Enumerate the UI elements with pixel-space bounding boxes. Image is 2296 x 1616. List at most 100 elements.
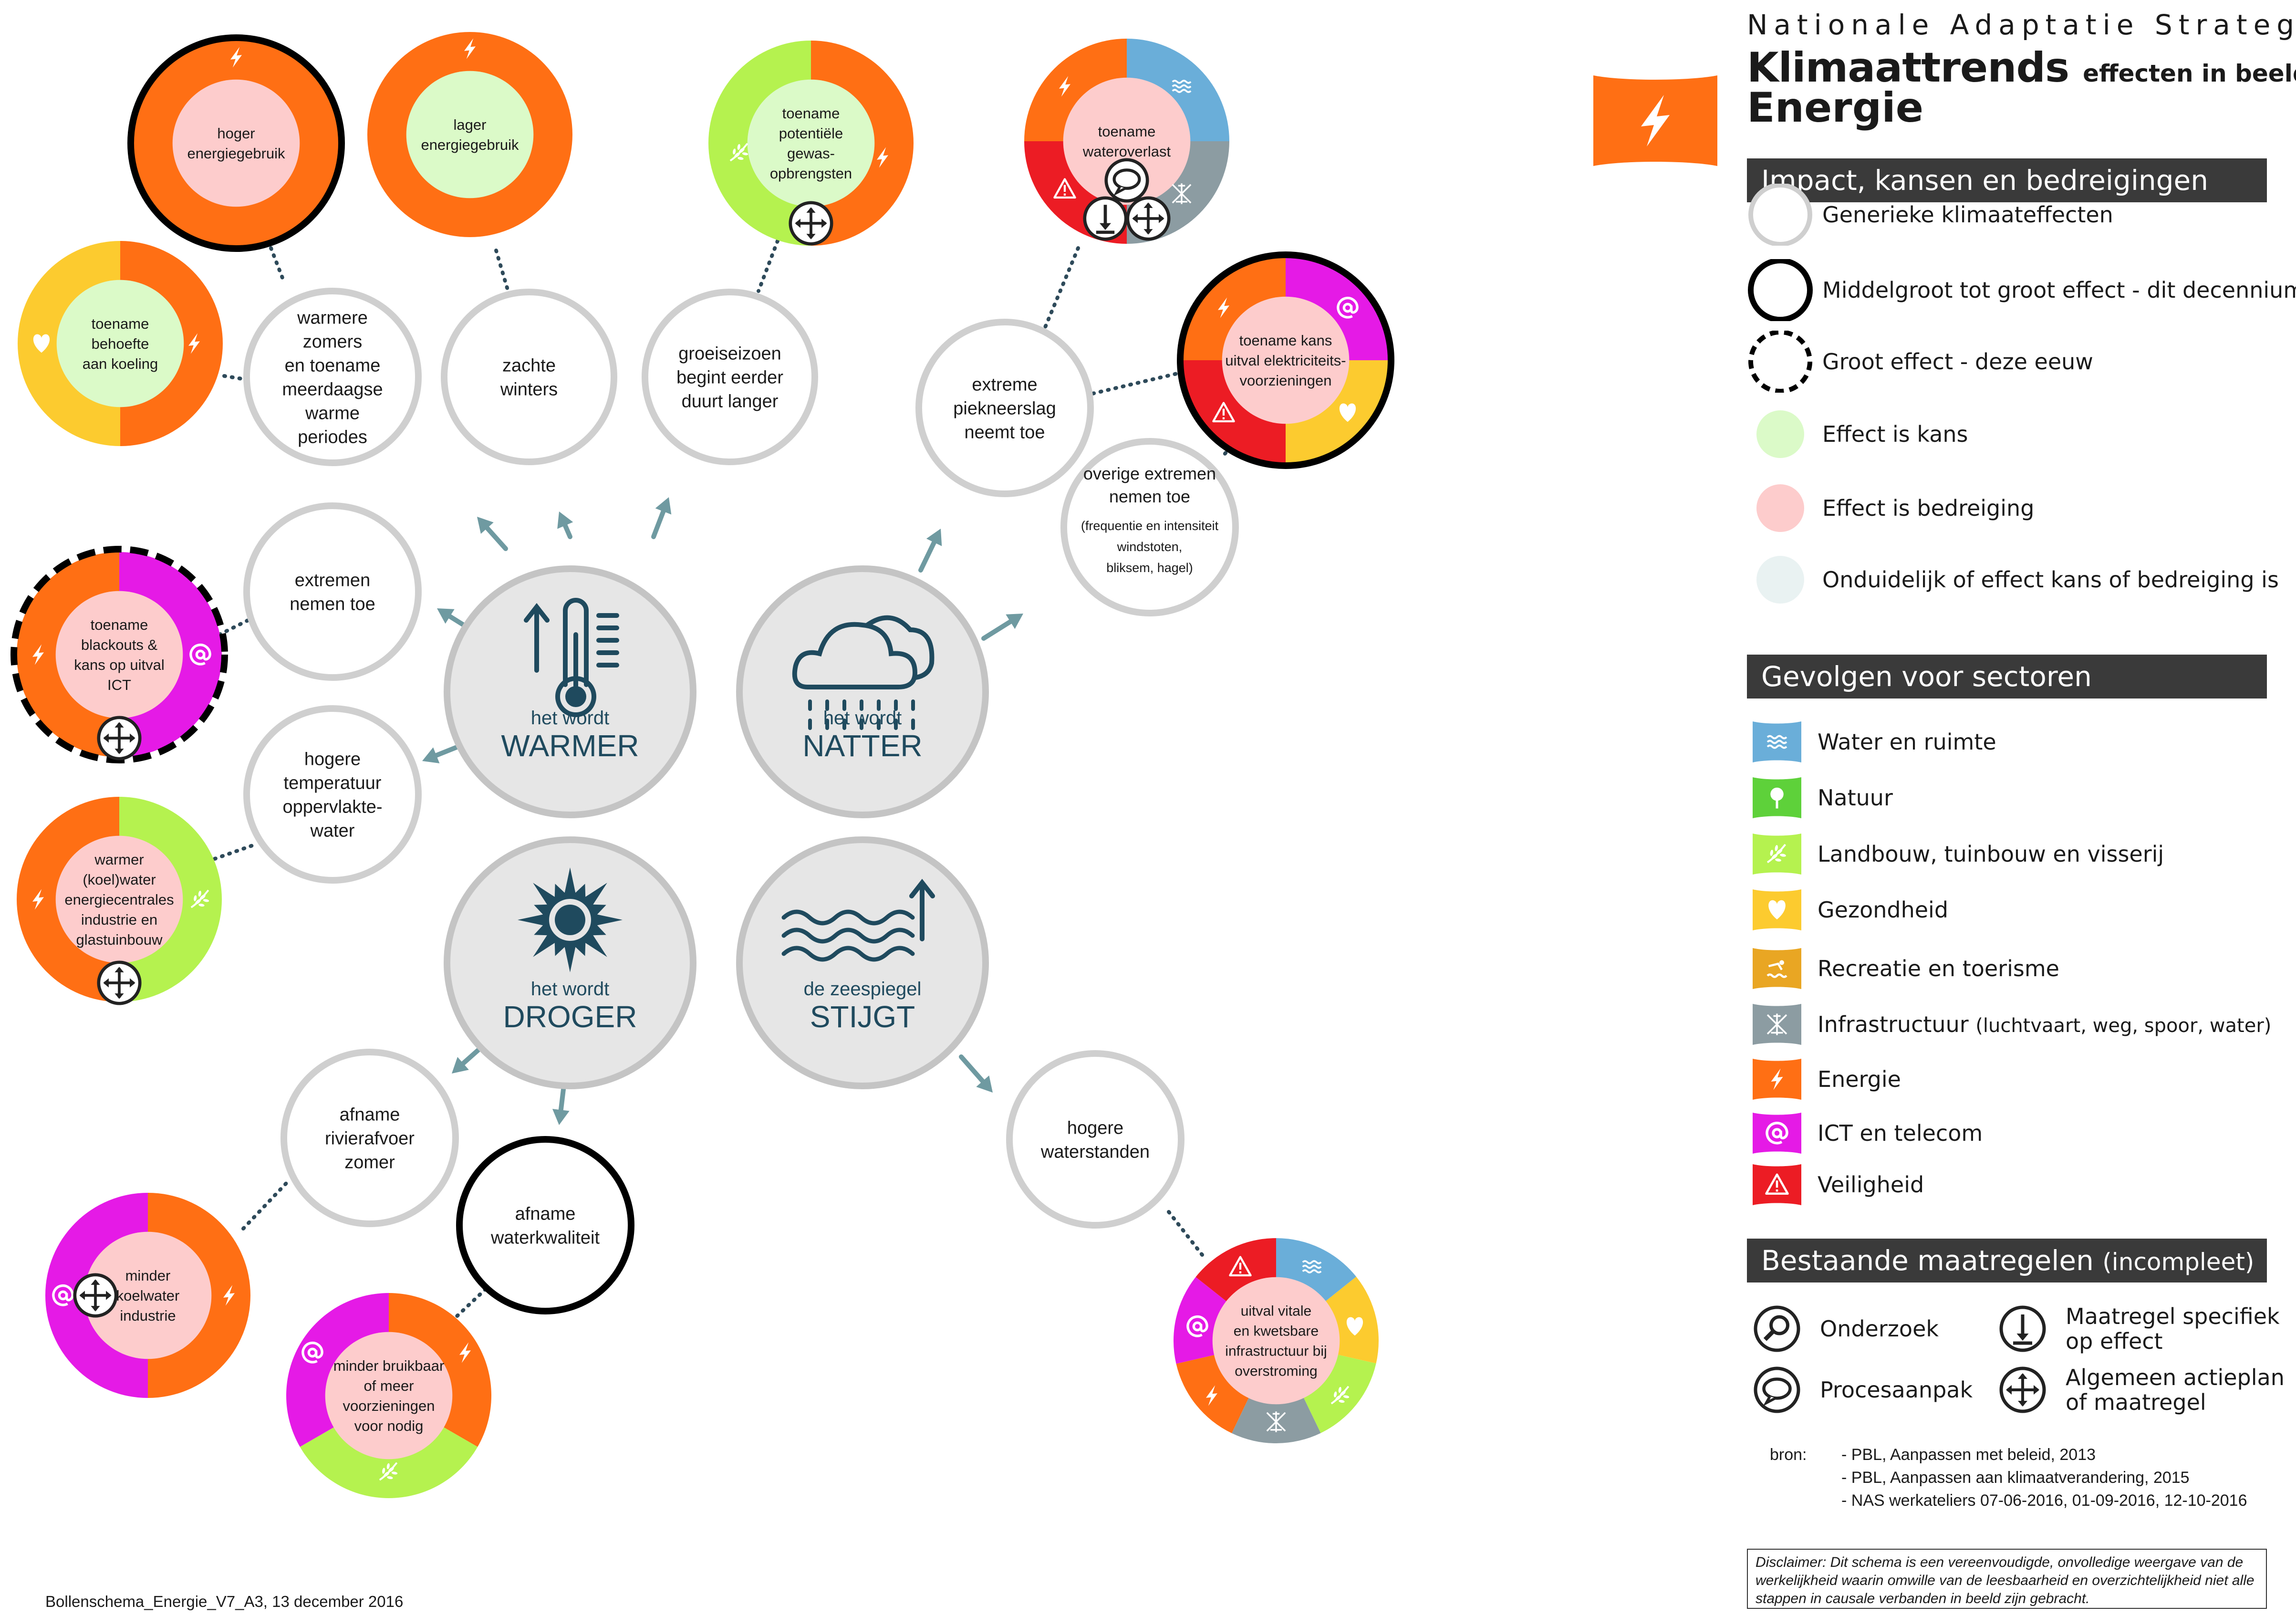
legend-impact-label: Generieke klimaateffecten bbox=[1822, 202, 2113, 228]
effect-text: overstroming bbox=[1235, 1364, 1317, 1379]
effect-core bbox=[56, 280, 184, 407]
trend-text: groeiseizoen bbox=[678, 344, 781, 364]
arrow-shaft bbox=[959, 1054, 985, 1084]
arrow-head bbox=[422, 747, 440, 763]
trend-circle bbox=[243, 288, 422, 466]
effect-text: energiegebruik bbox=[187, 145, 285, 162]
legend-sector-row: Landbouw, tuinbouw en visserij bbox=[1746, 823, 2285, 885]
header-sector-title: Energie bbox=[1747, 84, 1924, 132]
legend-sector-row: Infrastructuur (luchtvaart, weg, spoor, … bbox=[1746, 993, 2285, 1055]
effect-core bbox=[55, 591, 183, 719]
connector-wateroverlast bbox=[1040, 246, 1080, 336]
trend-subtext: bliksem, hagel) bbox=[1106, 561, 1193, 575]
effect-core bbox=[84, 1231, 212, 1359]
trend-circle bbox=[915, 319, 1094, 497]
connector-lager-energiegebruik bbox=[494, 249, 510, 293]
wheat-icon bbox=[1753, 834, 1801, 875]
legend-measure-label: Maatregel specifiek op effect bbox=[2066, 1303, 2280, 1354]
effect-text: behoefte bbox=[92, 335, 149, 352]
legend-measures-title: Bestaande maatregelen (incompleet) bbox=[1747, 1239, 2267, 1282]
trend-subtext: (frequentie en intensiteit bbox=[1081, 519, 1219, 533]
trend-text: zachte bbox=[502, 355, 556, 375]
trend-circle bbox=[441, 289, 617, 465]
hub-big-text: DROGER bbox=[503, 1000, 637, 1034]
effect-koelwater-centrales: warmer(koel)waterenergiecentralesindustr… bbox=[17, 797, 222, 1003]
trend-text: extreme bbox=[972, 375, 1037, 395]
connector-uitval-vitale bbox=[1167, 1210, 1204, 1257]
trend-text: duurt langer bbox=[682, 391, 779, 411]
connector-minder-koelwater bbox=[241, 1181, 288, 1230]
hub-small-text: de zeespiegel bbox=[804, 979, 922, 1000]
dotted-connectors bbox=[213, 239, 1237, 1328]
connector-koelwater bbox=[213, 843, 257, 861]
onduidelijk-swatch bbox=[1756, 556, 1804, 604]
hub-big-text: NATTER bbox=[802, 729, 922, 763]
effect-core bbox=[55, 835, 183, 963]
header-strategy-title: Nationale Adaptatie Strategie bbox=[1747, 9, 2296, 41]
legend-sector-label: Veiligheid bbox=[1818, 1172, 1924, 1198]
thermometer-icon bbox=[524, 598, 619, 717]
trend-text: hogere bbox=[1067, 1118, 1123, 1138]
trend-circle bbox=[243, 502, 422, 681]
trend-text: piekneerslag bbox=[953, 398, 1056, 418]
arrow-shaft bbox=[651, 509, 666, 539]
hub-small-text: het wordt bbox=[531, 708, 610, 729]
legend-impact-label: Middelgroot tot groot effect - dit decen… bbox=[1822, 277, 2296, 303]
effect-text: (koel)water bbox=[83, 871, 156, 888]
effect-text: ICT bbox=[107, 677, 131, 693]
bedreiging-swatch bbox=[1756, 484, 1804, 532]
effect-text: voorzieningen bbox=[1239, 372, 1331, 389]
generic-effect-swatch bbox=[1748, 184, 1812, 246]
legend-sector-row: Water en ruimte bbox=[1746, 711, 2285, 773]
trend-text: oppervlakte- bbox=[282, 797, 382, 817]
effect-text: toename bbox=[92, 315, 149, 332]
effect-text: minder bruikbaar bbox=[333, 1357, 445, 1374]
trend-waterstanden: hogere waterstanden bbox=[1006, 1050, 1184, 1229]
effect-text: uitval vitale bbox=[1241, 1303, 1311, 1319]
legend-measure-label: Onderzoek bbox=[1820, 1316, 1939, 1342]
effect-text: glastuinbouw bbox=[76, 931, 163, 948]
trend-text: water bbox=[310, 821, 355, 841]
legend-impact-label: Onduidelijk of effect kans of bedreiging… bbox=[1822, 567, 2279, 593]
effect-text: toename kans bbox=[1239, 332, 1332, 349]
trend-groeiseizoen: groeiseizoen begint eerder duurt langer bbox=[642, 289, 818, 465]
trend-circle bbox=[243, 705, 422, 884]
disclaimer-box: Disclaimer: Dit schema is een vereenvoud… bbox=[1747, 1549, 2267, 1609]
footer-filename: Bollenschema_Energie_V7_A3, 13 december … bbox=[45, 1593, 404, 1610]
legend-impact-row: Middelgroot tot groot effect - dit decen… bbox=[1746, 259, 2296, 321]
effect-text: lager bbox=[454, 116, 487, 133]
trend-text: waterstanden bbox=[1040, 1142, 1150, 1162]
trend-text: begint eerder bbox=[676, 367, 783, 387]
legend-measure-row: Onderzoek bbox=[1748, 1298, 2015, 1360]
legend-sector-row: Veiligheid bbox=[1746, 1154, 2285, 1216]
sea-waves-icon bbox=[781, 878, 935, 962]
speech-bubble-icon bbox=[1106, 160, 1147, 201]
effect-border bbox=[1177, 251, 1394, 469]
source-line: - PBL, Aanpassen met beleid, 2013 bbox=[1841, 1446, 2096, 1464]
trend-text: winters bbox=[500, 379, 558, 399]
effect-core bbox=[325, 1332, 453, 1460]
effect-text: opbrengsten bbox=[770, 165, 852, 182]
legend-impact-label: Effect is bedreiging bbox=[1822, 495, 2035, 521]
effect-text: wateroverlast bbox=[1082, 143, 1171, 160]
lightning-icon bbox=[1753, 1059, 1801, 1100]
magnifier-icon bbox=[1748, 1298, 1806, 1360]
trend-circle bbox=[1060, 438, 1239, 616]
legend-sector-label: Water en ruimte bbox=[1818, 729, 1996, 755]
sun-icon bbox=[518, 867, 623, 972]
trend-text: nemen toe bbox=[290, 594, 375, 614]
legend-sector-row: ICT en telecom bbox=[1746, 1102, 2285, 1164]
down-arrow-icon bbox=[1994, 1298, 2051, 1360]
effect-text: warmer bbox=[94, 851, 144, 868]
four-arrows-icon bbox=[99, 962, 140, 1003]
effect-text: voor nodig bbox=[354, 1418, 424, 1434]
effect-text: energiegebruik bbox=[421, 136, 519, 153]
